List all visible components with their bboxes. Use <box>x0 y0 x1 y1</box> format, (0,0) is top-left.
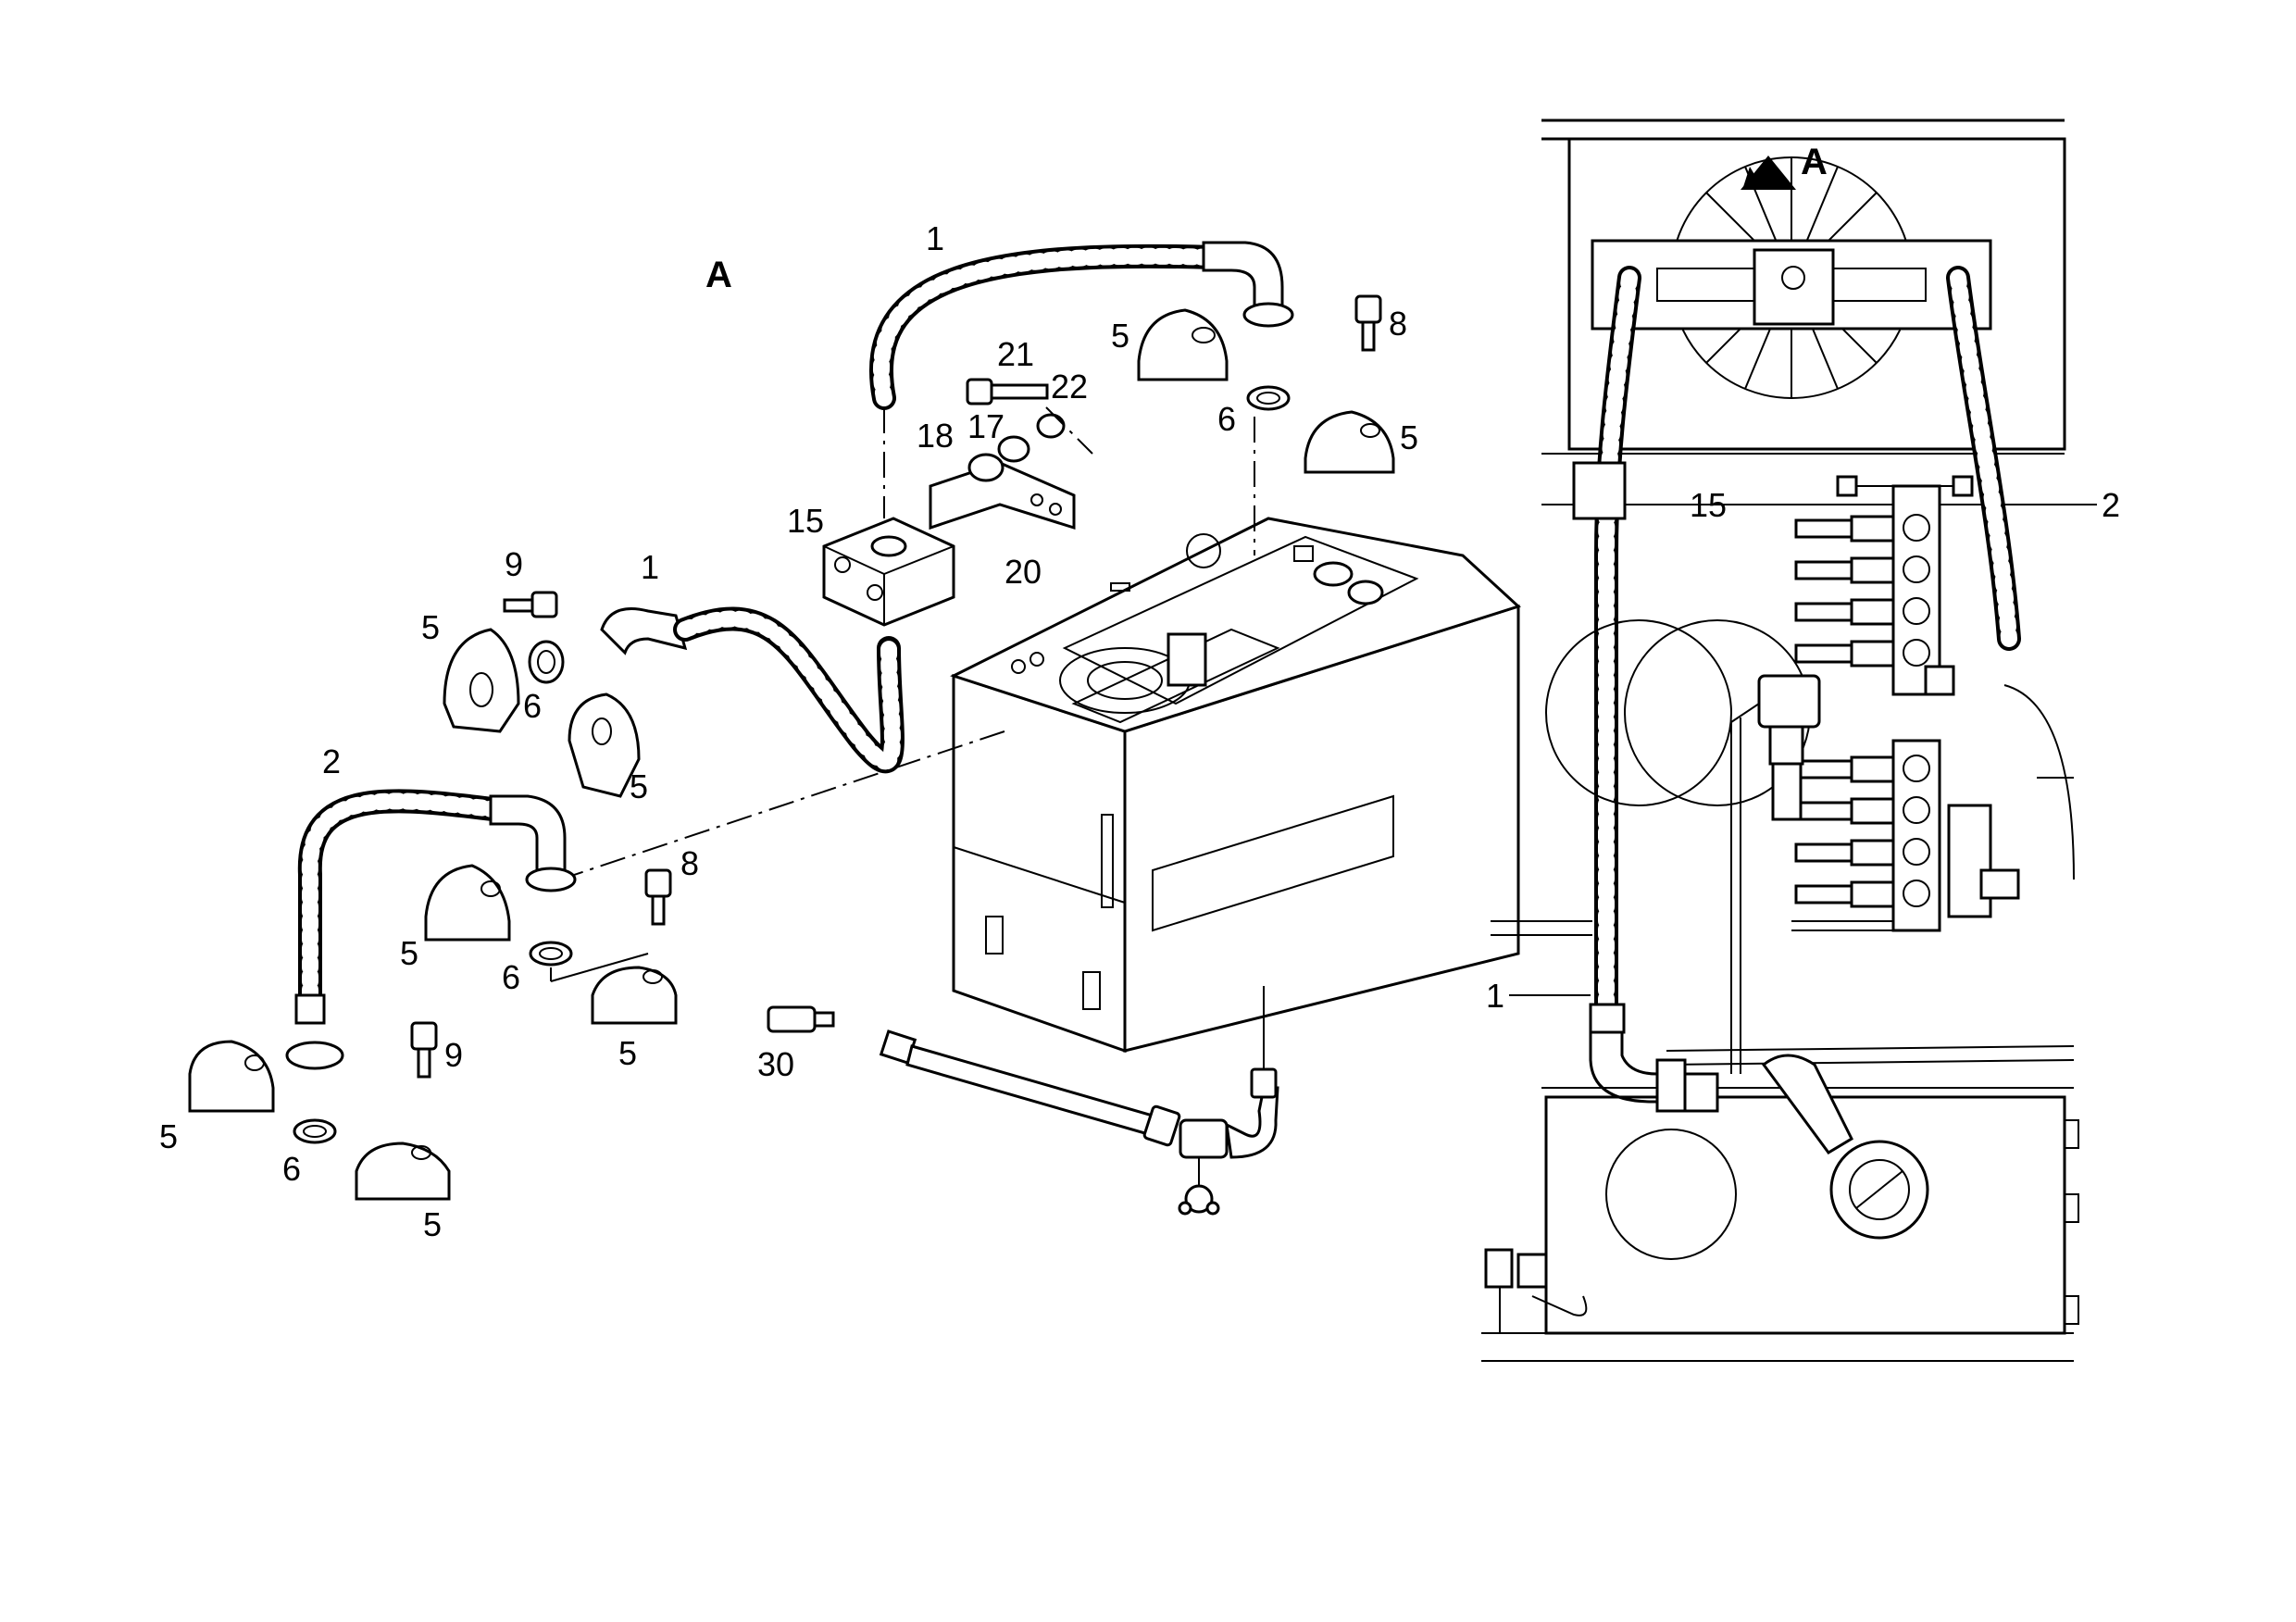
label-flange-5-mid-left: 5 <box>421 608 440 646</box>
clamp-block-15: 15 <box>787 502 955 627</box>
side-hose-1: 1 <box>1486 266 1668 1104</box>
label-bolt-9-bottom: 9 <box>444 1036 463 1074</box>
hose-1-top: 1 <box>868 219 1294 410</box>
hose-1-middle: 1 <box>600 548 905 773</box>
label-seal-6-top: 6 <box>1217 400 1236 438</box>
valve-manifold <box>1791 475 2020 932</box>
label-seal-6-low: 6 <box>502 958 520 996</box>
label-side-clamp-15: 15 <box>1690 486 1727 524</box>
flange-5-low-a: 5 <box>400 864 511 972</box>
label-hose-1-top: 1 <box>926 219 944 257</box>
exploded-view: A <box>159 219 1521 1243</box>
bolt-9-mid: 9 <box>503 545 558 618</box>
seal-6-low: 6 <box>502 941 573 996</box>
hose-2-lower: 2 <box>285 742 577 1070</box>
flange-5-top-right: 5 <box>1304 410 1418 474</box>
bolt-8-low: 8 <box>644 844 699 926</box>
label-flange-5-mid: 5 <box>630 767 648 805</box>
nut-18: 18 <box>917 417 1004 482</box>
side-clamp-15: 15 <box>1572 461 1727 524</box>
flange-5-bottom: 5 <box>355 1142 451 1243</box>
seal-6-top: 6 <box>1217 385 1291 438</box>
label-washer-17: 17 <box>967 407 1004 445</box>
view-arrow-a-icon <box>1741 156 1796 190</box>
label-flange-5-bottom-left: 5 <box>159 1117 178 1155</box>
washer-17: 17 <box>967 407 1030 463</box>
label-fitting-30: 30 <box>757 1045 794 1083</box>
label-side-hose-2: 2 <box>2102 486 2120 524</box>
seal-6-bottom: 6 <box>282 1118 337 1188</box>
bolt-21: 21 <box>966 335 1049 406</box>
label-flange-5-low-b: 5 <box>618 1034 637 1072</box>
drain-line-fitting-30: 30 <box>757 986 1279 1216</box>
pressure-switch <box>1730 674 1821 1074</box>
flange-5-mid: 5 <box>568 692 648 805</box>
label-washer-22: 22 <box>1051 368 1088 406</box>
seal-6-mid: 6 <box>523 640 565 725</box>
label-bolt-8-low: 8 <box>680 844 699 882</box>
side-hose-2: 2 <box>1946 266 2120 651</box>
label-nut-18: 18 <box>917 417 954 455</box>
label-flange-5-top-right: 5 <box>1400 418 1418 456</box>
label-flange-5-low-a: 5 <box>400 934 418 972</box>
bracket-20: 20 <box>929 461 1076 591</box>
label-bolt-8-top: 8 <box>1389 305 1407 343</box>
label-clamp-15: 15 <box>787 502 824 540</box>
assembled-view: A 2 <box>1481 119 2120 1362</box>
view-label-a: A <box>705 255 732 295</box>
label-bolt-9-mid: 9 <box>505 545 523 583</box>
label-hose-1-middle: 1 <box>641 548 659 586</box>
label-bolt-21: 21 <box>997 335 1034 373</box>
flange-5-mid-left: 5 <box>421 608 520 733</box>
tank-housing <box>950 517 1521 1054</box>
flange-5-low-b: 5 <box>591 966 678 1072</box>
bolt-8-top: 8 <box>1354 294 1407 352</box>
label-flange-5-bottom: 5 <box>423 1205 442 1243</box>
label-bracket-20: 20 <box>1004 553 1042 591</box>
flange-5-top: 5 <box>1111 308 1229 381</box>
label-seal-6-bottom: 6 <box>282 1150 301 1188</box>
label-side-hose-1: 1 <box>1486 977 1504 1015</box>
lower-tank <box>1481 1045 2079 1362</box>
cooling-fan <box>1591 156 1992 399</box>
label-seal-6-mid: 6 <box>523 687 542 725</box>
label-flange-5-top: 5 <box>1111 317 1129 355</box>
label-hose-2-lower: 2 <box>322 742 341 780</box>
flange-5-bottom-left: 5 <box>159 1040 275 1155</box>
washer-22: 22 <box>1036 368 1088 439</box>
bolt-9-bottom: 9 <box>410 1021 463 1079</box>
